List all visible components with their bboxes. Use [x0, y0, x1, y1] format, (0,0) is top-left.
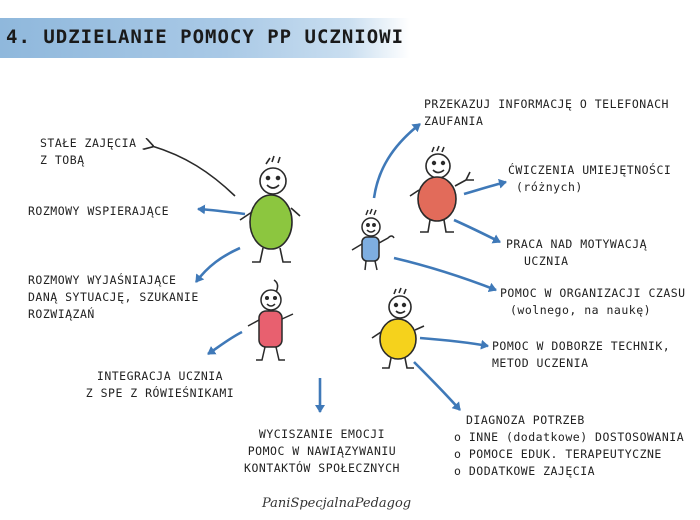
arrow-to-rozmowy-wyjasniajace: [194, 246, 241, 283]
author-signature: PaniSpecjalnaPedagog: [262, 496, 412, 511]
label-diagnoza: DIAGNOZA POTRZEB o INNE (dodatkowe) DOST…: [454, 413, 685, 478]
arrow-to-motywacja: [453, 218, 501, 244]
label-telefon: PRZEKAZUJ INFORMACJĘ O TELEFONACH ZAUFAN…: [424, 97, 669, 128]
arrow-to-czas: [393, 256, 497, 293]
figure-pink-person-icon: [247, 279, 294, 361]
arrow-to-integracja: [207, 330, 243, 356]
figure-green-person-icon: [239, 155, 301, 263]
label-motywacja: PRACA NAD MOTYWACJĄ UCZNIA: [506, 237, 648, 268]
label-rozmowy-wyjasniajace: ROZMOWY WYJAŚNIAJĄCE DANĄ SYTUACJĘ, SZUK…: [28, 273, 199, 321]
arrow-to-stale-zajecia: [152, 146, 236, 197]
figure-red-person-icon: [409, 145, 474, 233]
arrow-to-telefon: [372, 122, 421, 199]
arrow-to-cwiczenia: [463, 178, 507, 196]
label-rozmowy-wspierajace: ROZMOWY WSPIERAJĄCE: [28, 204, 170, 218]
label-techniki: POMOC W DOBORZE TECHNIK, METOD UCZENIA: [492, 339, 671, 370]
label-cwiczenia: ĆWICZENIA UMIEJĘTNOŚCI (różnych): [508, 163, 672, 194]
title-highlight: [0, 18, 410, 58]
arrow-to-techniki: [419, 336, 489, 350]
figure-yellow-person-icon: [371, 287, 425, 369]
arrow-to-diagnoza: [413, 361, 461, 411]
page-title: 4. UDZIELANIE POMOCY PP UCZNIOWI: [6, 26, 405, 48]
label-stale-zajecia: STAŁE ZAJĘCIA Z TOBĄ: [40, 136, 137, 167]
label-czas: POMOC W ORGANIZACJI CZASU (wolnego, na n…: [500, 286, 686, 317]
label-wyciszanie: WYCISZANIE EMOCJI POMOC W NAWIĄZYWANIU K…: [244, 427, 400, 475]
figure-blue-child-icon: [351, 208, 395, 271]
arrow-to-rozmowy-wspierajace: [197, 204, 246, 216]
label-integracja: INTEGRACJA UCZNIA Z SPE Z RÓWIEŚNIKAMI: [85, 369, 235, 400]
